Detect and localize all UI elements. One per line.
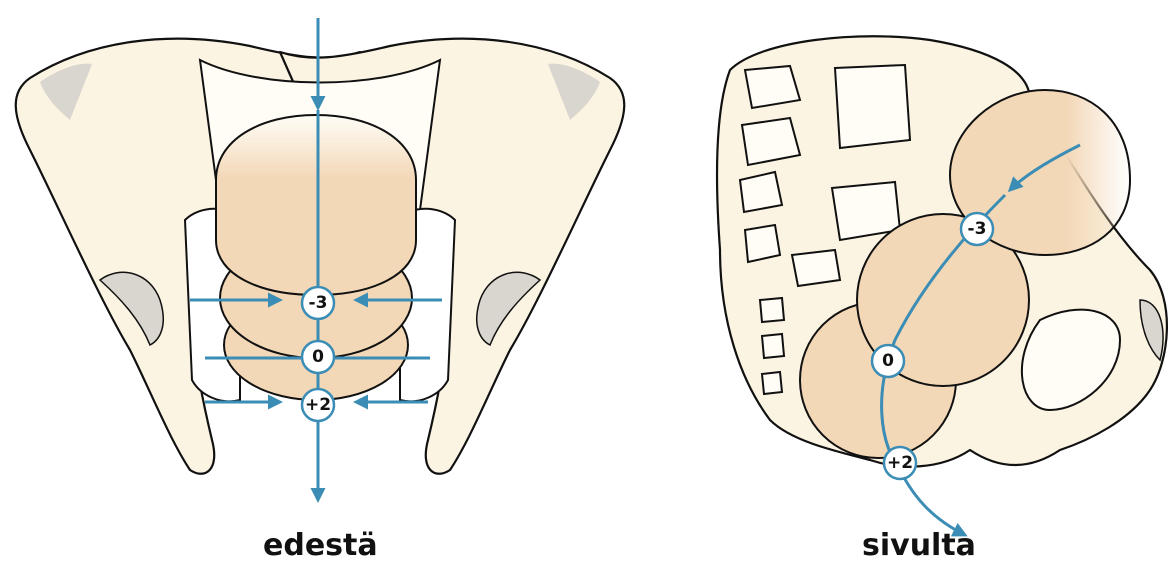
- front-station-label: +2: [305, 395, 331, 415]
- side-view: -3 0 +2: [717, 36, 1167, 535]
- side-station-label: -3: [968, 219, 987, 239]
- front-station-label: 0: [312, 347, 324, 367]
- front-view: -3 0 +2: [16, 18, 625, 500]
- sacral-segment: [835, 65, 910, 148]
- side-station-label: +2: [887, 453, 913, 473]
- front-station-marker: +2: [302, 389, 334, 421]
- caption-front-view: edestä: [263, 528, 378, 563]
- sacral-segment: [745, 225, 780, 262]
- sacral-segment: [740, 172, 782, 212]
- sacral-segment: [762, 372, 782, 394]
- side-station-marker: +2: [884, 447, 916, 479]
- side-station-label: 0: [882, 351, 894, 371]
- front-station-marker: 0: [302, 341, 334, 373]
- sacral-segment: [762, 334, 784, 358]
- front-station-marker: -3: [302, 287, 334, 319]
- sacral-segment: [745, 66, 800, 108]
- side-station-marker: 0: [872, 345, 904, 377]
- front-station-label: -3: [309, 293, 328, 313]
- sacral-segment: [792, 250, 840, 286]
- fetal-head-high: [216, 115, 416, 295]
- caption-side-view: sivulta: [862, 528, 976, 563]
- sacral-segment: [760, 298, 784, 322]
- side-station-marker: -3: [961, 213, 993, 245]
